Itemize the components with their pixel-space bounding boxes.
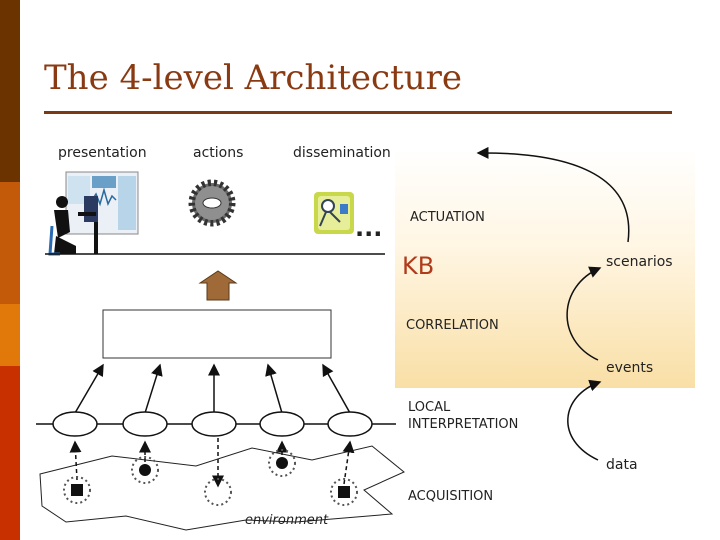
interpretation-node <box>191 411 237 437</box>
sensor-icon <box>63 476 91 504</box>
interpretation-node <box>259 411 305 437</box>
interpretation-node <box>122 411 168 437</box>
flow-arrow-events-to-scenarios <box>566 266 602 361</box>
dissemination-label: dissemination <box>293 145 391 161</box>
up-arrow-icon <box>198 270 238 301</box>
side-strip-1 <box>0 0 20 182</box>
side-strip-3 <box>0 304 20 366</box>
local-interpretation-label-line2: INTERPRETATION <box>408 417 519 432</box>
sensor-icon <box>330 478 358 506</box>
data-label: data <box>606 457 638 473</box>
flow-arrow-data-to-events <box>567 379 602 461</box>
gear-icon <box>188 179 236 227</box>
correlation-label: CORRELATION <box>406 318 499 333</box>
acquisition-label: ACQUISITION <box>408 489 494 504</box>
events-label: events <box>606 360 654 376</box>
dissemination-icon <box>314 192 354 234</box>
flow-arrow-scenarios-to-dissemination <box>476 146 630 243</box>
scenarios-label: scenarios <box>606 254 673 270</box>
kb-label: KB <box>402 252 435 280</box>
actions-label: actions <box>193 145 244 161</box>
side-strip-2 <box>0 182 20 304</box>
page-title: The 4-level Architecture <box>44 58 463 98</box>
sensor-icon <box>268 449 296 477</box>
sensor-icon <box>131 456 159 484</box>
environment-label: environment <box>245 513 329 528</box>
correlation-box <box>102 309 332 359</box>
sensor-icon <box>204 478 232 506</box>
presentation-label: presentation <box>58 145 147 161</box>
side-strip-4 <box>0 366 20 540</box>
kb-panel <box>395 148 695 388</box>
operator-workstation-icon <box>48 171 139 256</box>
local-interpretation-label-line1: LOCAL <box>408 400 451 415</box>
interpretation-node <box>327 411 373 437</box>
actuation-label: ACTUATION <box>410 210 485 225</box>
interpretation-node <box>52 411 98 437</box>
environment-boundary <box>39 445 405 531</box>
ellipsis-dots: ... <box>355 214 383 242</box>
title-divider <box>44 111 672 114</box>
